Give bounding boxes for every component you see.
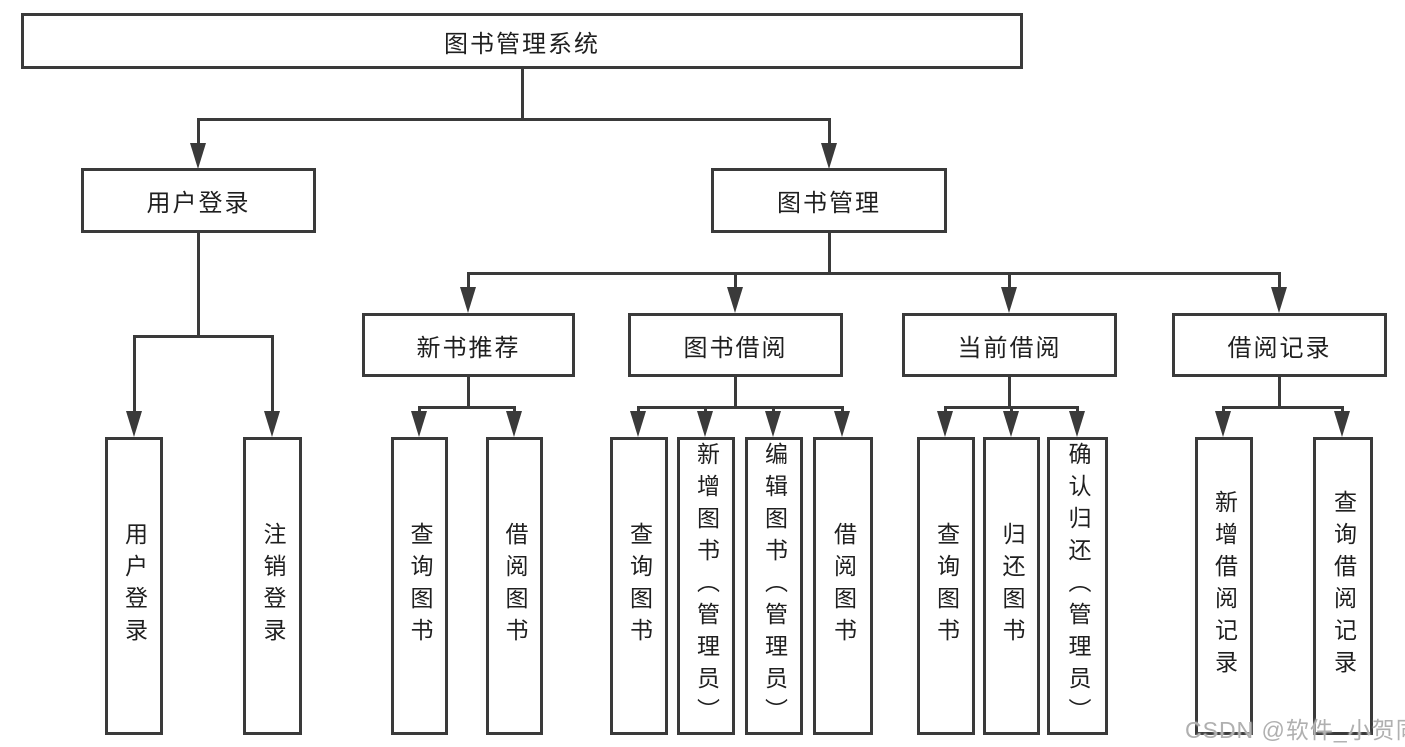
arrow-down-icon [1271, 287, 1287, 313]
leaf-user-login: 用户登录 [105, 437, 163, 735]
leaf-borrow-books: 借阅图书 [813, 437, 873, 735]
node-current-borrow-label: 当前借阅 [957, 334, 1062, 362]
leaf-query-books-borrow: 查询图书 [610, 437, 668, 735]
connector-drop-borrow-records [1278, 272, 1281, 289]
leaf-add-books-admin: 新增图书（管理员） [677, 437, 735, 735]
arrow-down-icon [1001, 287, 1017, 313]
connector-drop-leaf-logout [271, 335, 274, 413]
leaf-edit-books-admin: 编辑图书（管理员） [745, 437, 803, 735]
leaf-query-borrow-record-label: 查询借阅记录 [1330, 490, 1357, 682]
node-book-borrow: 图书借阅 [628, 313, 843, 377]
arrow-down-icon [264, 411, 280, 437]
connector-drop-user-login [197, 118, 200, 146]
node-user-login-label: 用户登录 [146, 190, 251, 217]
leaf-return-books-label: 归还图书 [999, 522, 1025, 650]
connector-current-borrow-stem [1008, 377, 1011, 406]
arrow-down-icon [821, 143, 837, 169]
node-book-management: 图书管理 [711, 168, 947, 233]
leaf-query-borrow-record: 查询借阅记录 [1313, 437, 1373, 735]
node-borrow-records: 借阅记录 [1172, 313, 1387, 377]
connector-drop [944, 406, 947, 415]
arrow-down-icon [126, 411, 142, 437]
connector-user-login-branch [133, 335, 274, 338]
leaf-logout-login: 注销登录 [243, 437, 302, 735]
arrow-down-icon [460, 287, 476, 313]
connector-drop [1222, 406, 1225, 415]
connector-root-stem [521, 69, 524, 118]
connector-drop-new-book [467, 272, 470, 289]
connector-borrow-records-stem [1278, 377, 1281, 406]
connector-drop-book-management [828, 118, 831, 146]
node-user-login: 用户登录 [81, 168, 316, 233]
connector-drop [513, 406, 516, 415]
leaf-confirm-return-admin-label: 确认归还（管理员） [1065, 442, 1091, 730]
node-new-book-recommend-label: 新书推荐 [416, 334, 521, 362]
connector-drop-book-borrow [734, 272, 737, 289]
leaf-add-books-admin-label: 新增图书（管理员） [693, 442, 720, 730]
leaf-query-books-current-label: 查询图书 [933, 522, 960, 650]
arrow-down-icon [411, 411, 427, 437]
arrow-down-icon [727, 287, 743, 313]
leaf-logout-login-label: 注销登录 [260, 522, 286, 650]
node-borrow-records-label: 借阅记录 [1227, 334, 1332, 362]
connector-drop [418, 406, 421, 415]
leaf-borrow-books-recommend: 借阅图书 [486, 437, 543, 735]
arrow-down-icon [190, 143, 206, 169]
arrow-down-icon [697, 411, 713, 437]
leaf-query-books-recommend: 查询图书 [391, 437, 448, 735]
connector-borrow-records-branch [1222, 406, 1344, 409]
connector-drop-leaf-login [133, 335, 136, 413]
connector-new-book-stem [467, 377, 470, 406]
arrow-down-icon [834, 411, 850, 437]
arrow-down-icon [937, 411, 953, 437]
connector-book-borrow-stem [734, 377, 737, 406]
leaf-return-books: 归还图书 [983, 437, 1040, 735]
arrow-down-icon [765, 411, 781, 437]
leaf-edit-books-admin-label: 编辑图书（管理员） [761, 442, 788, 730]
connector-drop [1010, 406, 1013, 415]
leaf-borrow-books-recommend-label: 借阅图书 [502, 522, 528, 650]
connector-new-book-branch [418, 406, 516, 409]
connector-root-branch [197, 118, 831, 121]
connector-drop [1341, 406, 1344, 415]
connector-drop [1076, 406, 1079, 415]
node-new-book-recommend: 新书推荐 [362, 313, 575, 377]
node-book-management-label: 图书管理 [777, 190, 881, 217]
leaf-add-borrow-record-label: 新增借阅记录 [1211, 490, 1238, 682]
leaf-query-books-borrow-label: 查询图书 [626, 522, 653, 650]
connector-drop [637, 406, 640, 415]
connector-drop-current-borrow [1008, 272, 1011, 289]
arrow-down-icon [1003, 411, 1019, 437]
arrow-down-icon [1215, 411, 1231, 437]
leaf-query-books-recommend-label: 查询图书 [407, 522, 433, 650]
arrow-down-icon [1069, 411, 1085, 437]
arrow-down-icon [630, 411, 646, 437]
connector-book-mgmt-stem [828, 233, 831, 272]
connector-drop [772, 406, 775, 415]
leaf-add-borrow-record: 新增借阅记录 [1195, 437, 1253, 735]
arrow-down-icon [506, 411, 522, 437]
leaf-confirm-return-admin: 确认归还（管理员） [1047, 437, 1108, 735]
connector-book-borrow-branch [637, 406, 844, 409]
connector-user-login-stem [197, 233, 200, 335]
node-current-borrow: 当前借阅 [902, 313, 1117, 377]
leaf-user-login-label: 用户登录 [121, 522, 148, 650]
node-book-borrow-label: 图书借阅 [683, 334, 788, 362]
connector-drop [704, 406, 707, 415]
connector-drop [841, 406, 844, 415]
csdn-watermark: CSDN @软件_小贺同学 [1185, 717, 1405, 743]
connector-book-mgmt-branch [467, 272, 1281, 275]
arrow-down-icon [1334, 411, 1350, 437]
leaf-borrow-books-label: 借阅图书 [830, 522, 857, 650]
node-root-label: 图书管理系统 [444, 30, 600, 58]
node-root: 图书管理系统 [21, 13, 1023, 69]
leaf-query-books-current: 查询图书 [917, 437, 975, 735]
